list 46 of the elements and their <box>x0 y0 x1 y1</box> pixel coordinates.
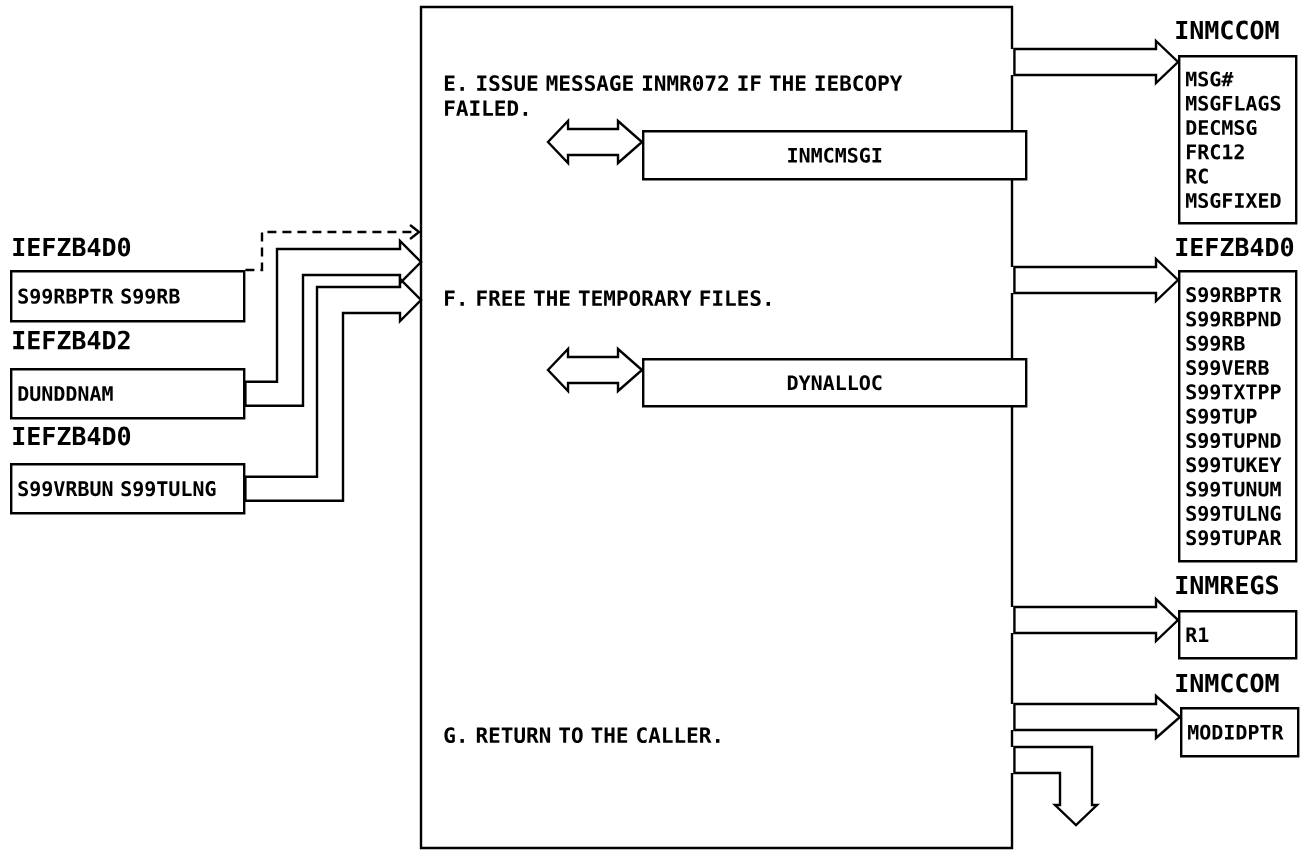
box-heading: IEFZB4D0 <box>1176 237 1294 257</box>
wide-arrow <box>1013 693 1182 741</box>
data-box: DUNDDNAM <box>10 368 246 420</box>
step-text: G. RETURN TO THE CALLER. <box>444 727 720 744</box>
wide-arrow <box>244 238 423 407</box>
box-heading: INMCCOM <box>1176 673 1279 693</box>
call-arrow <box>546 118 644 166</box>
node-label: MSGFLAGS <box>1186 95 1281 111</box>
data-box: S99VRBUN S99TULNG <box>10 463 246 515</box>
node-label: S99RBPND <box>1186 311 1281 327</box>
call-arrow <box>546 346 644 394</box>
box-heading: IEFZB4D0 <box>13 426 131 446</box>
node-label: DECMSG <box>1186 120 1257 136</box>
data-box: MSG# MSGFLAGS DECMSG FRC12 RC MSGFIXED <box>1178 55 1298 225</box>
node-label: S99TULNG <box>1186 505 1281 522</box>
node-label: S99TUPAR <box>1186 530 1282 546</box>
node-label: S99RBPTR <box>1186 287 1282 303</box>
node-label: S99TUKEY <box>1186 457 1282 473</box>
data-box: R1 <box>1178 610 1298 660</box>
return-arrow <box>1013 745 1100 827</box>
node-label: S99TUP <box>1186 408 1257 424</box>
node-label: S99TUPND <box>1186 432 1281 449</box>
data-box: MODIDPTR <box>1180 707 1300 758</box>
wide-arrow <box>1013 596 1180 644</box>
node-label: S99TXTPP <box>1186 384 1281 400</box>
wide-arrow <box>1013 38 1180 86</box>
wide-arrow <box>1013 256 1180 304</box>
module-box: DYNALLOC <box>642 358 1028 408</box>
node-label: S99TUNUM <box>1186 481 1281 497</box>
box-heading: IEFZB4D0 <box>13 237 131 257</box>
wide-arrow <box>244 276 423 502</box>
box-heading: IEFZB4D2 <box>13 330 130 350</box>
data-box: S99RBPTR S99RBPND S99RB S99VERB S99TXTPP S99TUP S99TUPND S99TUKEY S99TUNUM S99TULNG S99TUPAR <box>1178 270 1298 563</box>
node-label: FRC12 <box>1186 144 1244 160</box>
node-label: RC <box>1186 168 1208 184</box>
dashed-arrow <box>245 224 421 272</box>
data-box: S99RBPTR S99RB <box>10 270 246 323</box>
step-text: E. ISSUE MESSAGE INMR072 IF THE IEBCOPY FAILED. <box>444 75 903 116</box>
box-heading: INMCCOM <box>1176 20 1279 40</box>
box-heading: INMREGS <box>1176 575 1279 595</box>
module-box: INMCMSGI <box>642 130 1028 181</box>
node-label: MSGFIXED <box>1186 192 1281 209</box>
node-label: MSG# <box>1186 71 1234 87</box>
node-label: S99RB <box>1186 335 1245 351</box>
step-text: F. FREE THE TEMPORARY FILES. <box>445 290 770 307</box>
node-label: S99VERB <box>1186 360 1269 376</box>
